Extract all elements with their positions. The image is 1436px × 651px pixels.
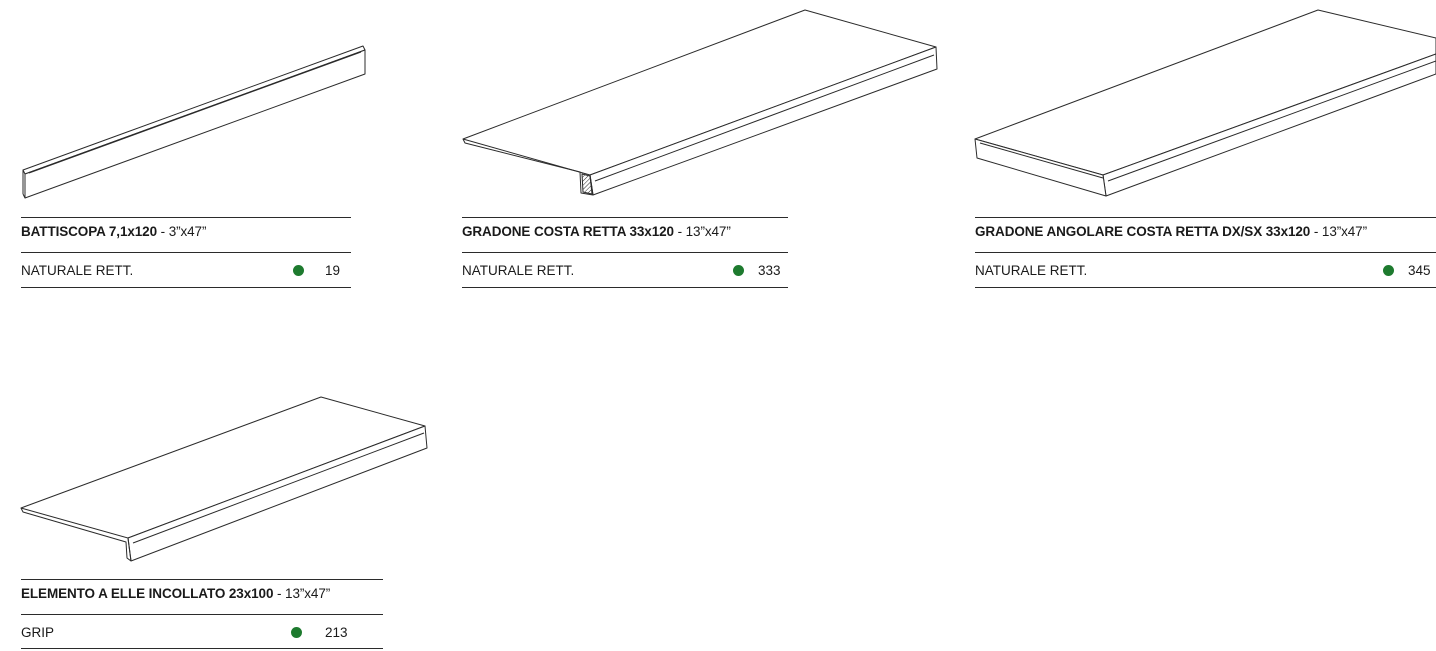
availability-dot-icon — [733, 265, 744, 276]
product-title: GRADONE COSTA RETTA 33x120 - 13”x47” — [462, 224, 788, 239]
product-title: ELEMENTO A ELLE INCOLLATO 23x100 - 13”x4… — [21, 586, 383, 601]
corner-step-tread-drawing — [974, 9, 1436, 197]
product-card-gradone: GRADONE COSTA RETTA 33x120 - 13”x47” NAT… — [462, 217, 788, 289]
product-code: 345 — [1408, 263, 1431, 278]
availability-dot-icon — [1383, 265, 1394, 276]
divider — [21, 217, 351, 218]
finish-name: GRIP — [21, 625, 55, 640]
divider — [975, 252, 1436, 253]
divider — [21, 252, 351, 253]
product-card-battiscopa: BATTISCOPA 7,1x120 - 3”x47” NATURALE RET… — [21, 217, 351, 289]
skirting-board-drawing — [22, 45, 366, 199]
step-tread-drawing — [462, 9, 938, 196]
divider — [975, 217, 1436, 218]
divider — [462, 217, 788, 218]
divider — [21, 579, 383, 580]
divider — [21, 287, 351, 288]
finish-row: NATURALE RETT. 345 — [975, 259, 1436, 279]
product-size: - 13”x47” — [673, 224, 731, 239]
product-name: GRADONE ANGOLARE COSTA RETTA DX/SX 33x12… — [975, 224, 1311, 239]
product-code: 333 — [758, 263, 781, 278]
finish-row: NATURALE RETT. 333 — [462, 259, 788, 279]
finish-row: GRIP 213 — [21, 621, 383, 641]
product-size: - 13”x47” — [273, 586, 331, 601]
divider — [462, 287, 788, 288]
finish-name: NATURALE RETT. — [462, 263, 575, 278]
product-title: BATTISCOPA 7,1x120 - 3”x47” — [21, 224, 351, 239]
product-name: ELEMENTO A ELLE INCOLLATO 23x100 — [21, 586, 274, 601]
divider — [21, 614, 383, 615]
divider — [975, 287, 1436, 288]
product-title: GRADONE ANGOLARE COSTA RETTA DX/SX 33x12… — [975, 224, 1436, 239]
l-shaped-element-drawing — [20, 396, 428, 562]
finish-name: NATURALE RETT. — [21, 263, 134, 278]
finish-row: NATURALE RETT. 19 — [21, 259, 351, 279]
divider — [462, 252, 788, 253]
product-size: - 13”x47” — [1310, 224, 1367, 239]
finish-name: NATURALE RETT. — [975, 263, 1088, 278]
product-card-gradone-angolare: GRADONE ANGOLARE COSTA RETTA DX/SX 33x12… — [975, 217, 1436, 289]
product-name: BATTISCOPA 7,1x120 — [21, 224, 157, 239]
availability-dot-icon — [293, 265, 304, 276]
availability-dot-icon — [291, 627, 302, 638]
product-size: - 3”x47” — [157, 224, 207, 239]
product-code: 19 — [325, 263, 341, 278]
product-name: GRADONE COSTA RETTA 33x120 — [462, 224, 674, 239]
product-code: 213 — [325, 625, 348, 640]
product-card-elemento-elle: ELEMENTO A ELLE INCOLLATO 23x100 - 13”x4… — [21, 579, 383, 651]
